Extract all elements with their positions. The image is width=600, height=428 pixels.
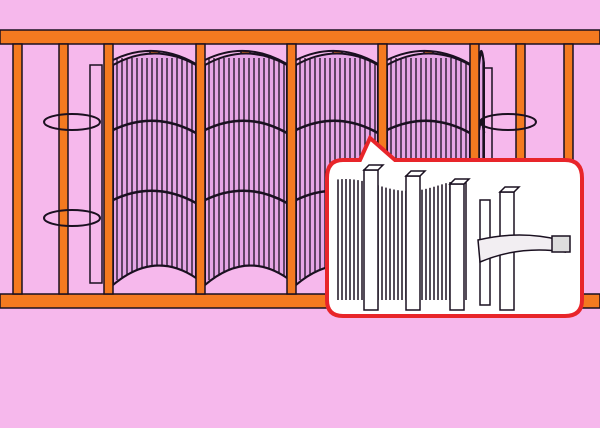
panel-edge: [112, 50, 197, 65]
detail-tie-head: [551, 235, 571, 253]
cable-tie: [479, 113, 537, 131]
detail-post-top: [404, 170, 427, 177]
panel-edge: [295, 50, 379, 65]
detail-post-top: [362, 164, 385, 171]
wire-line: [386, 119, 471, 135]
wire-line: [204, 189, 288, 205]
panel-fill: [204, 52, 288, 288]
detail-post: [449, 183, 465, 311]
panel-section: [204, 20, 288, 300]
front-post: [286, 43, 297, 295]
detail-post-top: [448, 178, 471, 185]
top-rail: [0, 29, 600, 45]
panel-edge: [204, 50, 288, 65]
panel-fill: [112, 52, 197, 288]
panel-edge: [386, 50, 471, 65]
front-post: [103, 43, 114, 295]
wire-line: [112, 189, 197, 205]
detail-post-top: [498, 186, 521, 193]
panel-bottom-mask: [205, 265, 287, 300]
panel-edge: [112, 264, 197, 286]
front-post: [12, 43, 23, 295]
wire-line: [112, 119, 197, 135]
detail-post: [363, 169, 379, 311]
detail-post: [405, 175, 421, 311]
panel-section: [112, 20, 197, 300]
front-post: [195, 43, 206, 295]
panel-bottom-mask: [113, 265, 196, 300]
cable-tie: [43, 209, 101, 227]
cable-tie: [43, 113, 101, 131]
wire-line: [204, 119, 288, 135]
panel-edge: [204, 264, 288, 286]
callout-detail: [325, 134, 584, 318]
front-post: [58, 43, 69, 295]
side-board: [89, 64, 103, 284]
wire-line: [295, 119, 379, 135]
